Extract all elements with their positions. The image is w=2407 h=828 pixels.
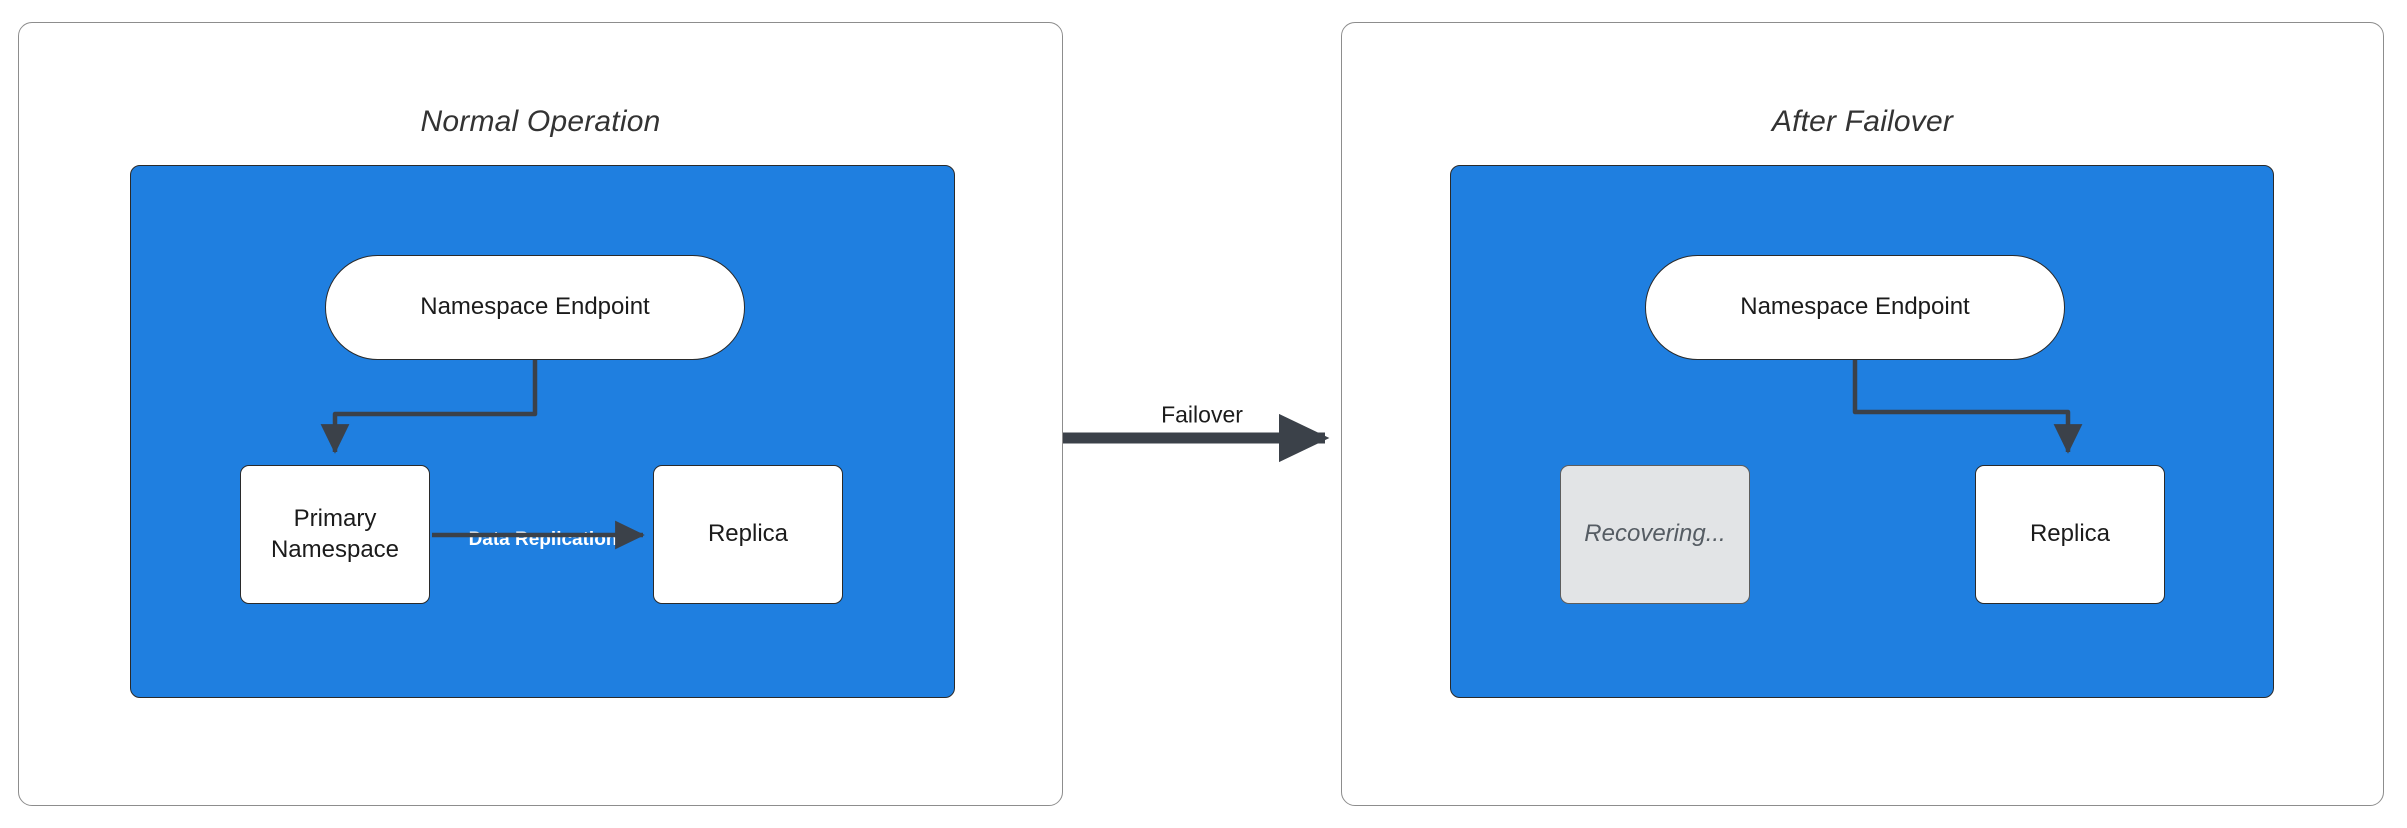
node-label: Recovering...: [1584, 520, 1726, 548]
cluster-normal-operation: [130, 165, 955, 698]
node-primary-namespace[interactable]: Primary Namespace: [240, 465, 430, 604]
node-label: Replica: [707, 520, 789, 548]
panel-title-normal-operation: Normal Operation: [420, 105, 661, 138]
cluster-after-failover: [1450, 165, 2274, 698]
node-label-line1: Primary: [293, 504, 377, 532]
node-label: Namespace Endpoint: [1740, 293, 1970, 321]
node-label: Replica: [2029, 520, 2111, 548]
panel-title-after-failover: After Failover: [1771, 105, 1954, 138]
node-namespace-endpoint-left[interactable]: Namespace Endpoint: [325, 255, 745, 360]
node-replica-left[interactable]: Replica: [653, 465, 843, 604]
node-label: Primary Namespace: [271, 504, 399, 565]
node-label: Namespace Endpoint: [420, 293, 650, 321]
node-label-line2: Namespace: [270, 535, 400, 563]
node-namespace-endpoint-right[interactable]: Namespace Endpoint: [1645, 255, 2065, 360]
node-recovering[interactable]: Recovering...: [1560, 465, 1750, 604]
node-replica-right[interactable]: Replica: [1975, 465, 2165, 604]
transition-label-failover: Failover: [1161, 401, 1243, 428]
edge-label-data-replication: Data Replication: [468, 529, 618, 550]
